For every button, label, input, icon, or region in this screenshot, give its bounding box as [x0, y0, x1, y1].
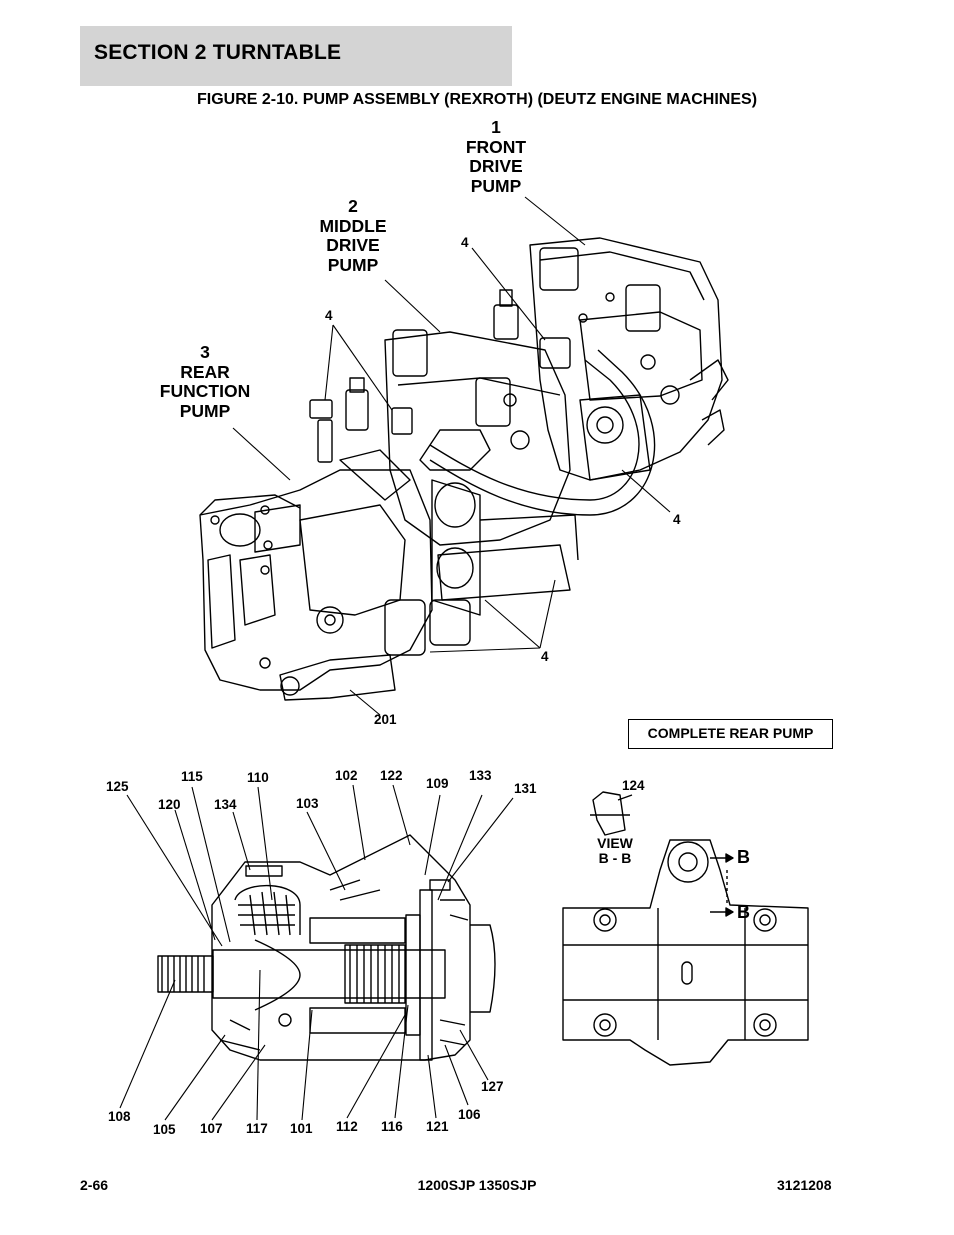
view-bb-label: VIEW B - B [590, 835, 640, 867]
callout-101: 101 [290, 1121, 313, 1136]
lower-leader-lines [119, 784, 514, 1121]
callout-131: 131 [514, 781, 537, 796]
callout-121: 121 [426, 1119, 449, 1134]
callout-106: 106 [458, 1107, 481, 1122]
view-label-line-2: B - B [598, 850, 632, 867]
footer-doc-number: 3121208 [777, 1177, 832, 1193]
front-pump-label-1: FRONT [465, 136, 527, 157]
section-header: SECTION 2 TURNTABLE [80, 26, 512, 86]
callout-120: 120 [158, 797, 181, 812]
callout-107: 107 [200, 1121, 223, 1136]
callout-116: 116 [381, 1119, 403, 1134]
callout-110: 110 [247, 770, 269, 785]
callout-4-right: 4 [673, 512, 681, 527]
callout-105: 105 [153, 1122, 176, 1137]
footer-models: 1200SJP 1350SJP [417, 1177, 537, 1193]
callout-4-left: 4 [325, 308, 333, 323]
rear-function-pump-illustration [199, 449, 433, 701]
callout-122: 122 [380, 768, 403, 783]
callout-102: 102 [335, 768, 358, 783]
front-pump-label-3: PUMP [470, 175, 522, 196]
rear-pump-label-2: FUNCTION [159, 381, 251, 402]
callout-middle-drive-pump: 2 MIDDLE DRIVE PUMP [308, 196, 398, 275]
callout-124: 124 [622, 778, 645, 793]
callout-127: 127 [481, 1079, 504, 1094]
callout-201: 201 [374, 712, 397, 727]
callout-112: 112 [336, 1119, 358, 1134]
footer-page-number: 2-66 [80, 1177, 109, 1193]
callout-117: 117 [246, 1121, 268, 1136]
callout-134: 134 [214, 797, 237, 812]
view-bb-detail [590, 791, 633, 836]
rear-pump-number: 3 [200, 342, 210, 362]
rear-pump-label-3: PUMP [179, 400, 231, 421]
upper-leader-lines [232, 196, 671, 716]
middle-drive-pump-illustration [384, 329, 651, 616]
rear-pump-back-view [562, 839, 809, 1066]
callout-4-bottom: 4 [541, 649, 549, 664]
callout-109: 109 [426, 776, 449, 791]
middle-pump-label-2: DRIVE [326, 235, 380, 256]
callout-4-top: 4 [461, 235, 469, 250]
callout-103: 103 [296, 796, 319, 811]
view-label-line-1: VIEW [597, 835, 633, 851]
callout-front-drive-pump: 1 FRONT DRIVE PUMP [456, 117, 536, 196]
callout-133: 133 [469, 768, 492, 783]
callout-108: 108 [108, 1109, 131, 1124]
figure-title: FIGURE 2-10. PUMP ASSEMBLY (REXROTH) (DE… [196, 91, 758, 108]
section-marker-b-lower: B [737, 902, 750, 922]
rear-pump-section-view [157, 834, 496, 1061]
middle-pump-label-3: PUMP [327, 254, 379, 275]
middle-pump-number: 2 [348, 196, 358, 216]
front-drive-pump-illustration [529, 237, 729, 481]
middle-pump-label-1: MIDDLE [319, 215, 387, 236]
hose-fittings-illustration [309, 289, 656, 656]
rear-pump-label-1: REAR [180, 361, 230, 382]
callout-125: 125 [106, 779, 129, 794]
callout-rear-function-pump: 3 REAR FUNCTION PUMP [150, 342, 260, 421]
front-pump-number: 1 [491, 117, 501, 137]
front-pump-label-2: DRIVE [469, 156, 523, 177]
callout-115: 115 [181, 769, 203, 784]
complete-rear-pump-label: COMPLETE REAR PUMP [628, 719, 833, 749]
section-marker-b-upper: B [737, 847, 750, 867]
